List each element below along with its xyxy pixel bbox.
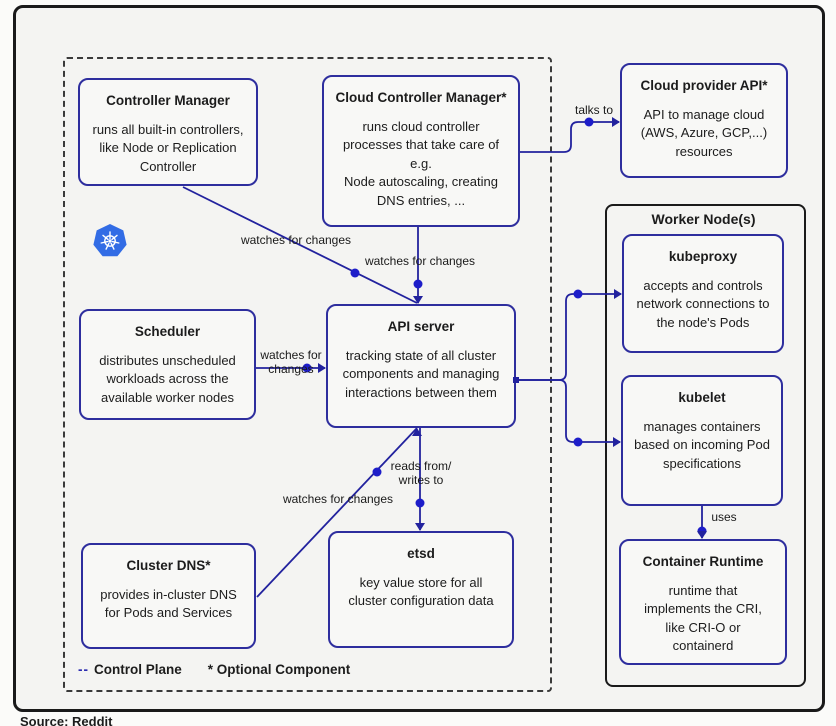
etsd-title: etsd <box>407 546 435 561</box>
source-note: Source: Reddit <box>20 714 113 726</box>
cloud-controller-manager-body: runs cloud controller processes that tak… <box>342 119 500 208</box>
legend: -- Control Plane * Optional Component <box>78 662 350 677</box>
container-runtime-body: runtime that implements the CRI, like CR… <box>644 583 762 654</box>
scheduler-body: distributes unscheduled workloads across… <box>99 353 236 405</box>
edge-label-reads-from-writes-to: reads from/ writes to <box>390 459 452 488</box>
edge-label-watches-for-changes-cm: watches for changes <box>240 233 352 247</box>
kubeproxy-body: accepts and controls network connections… <box>636 278 770 330</box>
controller-manager-title: Controller Manager <box>106 93 230 108</box>
api-server-title: API server <box>387 319 455 334</box>
api-server-body: tracking state of all cluster components… <box>342 348 500 400</box>
kubelet-box: kubelet manages containers based on inco… <box>621 375 783 506</box>
scheduler-title: Scheduler <box>134 324 201 339</box>
worker-nodes-title: Worker Node(s) <box>651 211 756 227</box>
edge-label-watches-for-changes-ccm: watches for changes <box>364 254 476 268</box>
kubeproxy-title: kubeproxy <box>668 249 738 264</box>
controller-manager-body: runs all built-in controllers, like Node… <box>92 122 244 174</box>
edge-label-watches-for-changes-dns: watches for changes <box>282 492 394 506</box>
cloud-provider-api-title: Cloud provider API* <box>640 78 768 93</box>
cloud-controller-manager-box: Cloud Controller Manager* runs cloud con… <box>322 75 520 227</box>
api-server-box: API server tracking state of all cluster… <box>326 304 516 428</box>
scheduler-box: Scheduler distributes unscheduled worklo… <box>79 309 256 420</box>
legend-control-plane-dashes: -- <box>78 662 89 677</box>
controller-manager-box: Controller Manager runs all built-in con… <box>78 78 258 186</box>
kubernetes-logo-icon <box>93 224 127 257</box>
container-runtime-box: Container Runtime runtime that implement… <box>619 539 787 665</box>
etsd-box: etsd key value store for all cluster con… <box>328 531 514 648</box>
etsd-body: key value store for all cluster configur… <box>348 575 494 609</box>
kubeproxy-box: kubeproxy accepts and controls network c… <box>622 234 784 353</box>
edge-label-watches-for-changes-scheduler: watches for changes <box>260 348 322 377</box>
cloud-controller-manager-title: Cloud Controller Manager* <box>335 90 507 105</box>
container-runtime-title: Container Runtime <box>642 554 764 569</box>
cluster-dns-title: Cluster DNS* <box>126 558 211 573</box>
cluster-dns-body: provides in-cluster DNS for Pods and Ser… <box>100 587 237 621</box>
cluster-dns-box: Cluster DNS* provides in-cluster DNS for… <box>81 543 256 649</box>
edge-label-talks-to: talks to <box>574 103 614 117</box>
cloud-provider-api-box: Cloud provider API* API to manage cloud … <box>620 63 788 178</box>
legend-control-plane-label: Control Plane <box>94 662 182 677</box>
legend-optional-component-label: * Optional Component <box>207 662 351 677</box>
edge-label-uses: uses <box>711 510 737 524</box>
kubelet-title: kubelet <box>678 390 726 405</box>
cloud-provider-api-body: API to manage cloud (AWS, Azure, GCP,...… <box>640 107 768 159</box>
kubelet-body: manages containers based on incoming Pod… <box>634 419 770 471</box>
worker-nodes-container <box>605 204 806 687</box>
